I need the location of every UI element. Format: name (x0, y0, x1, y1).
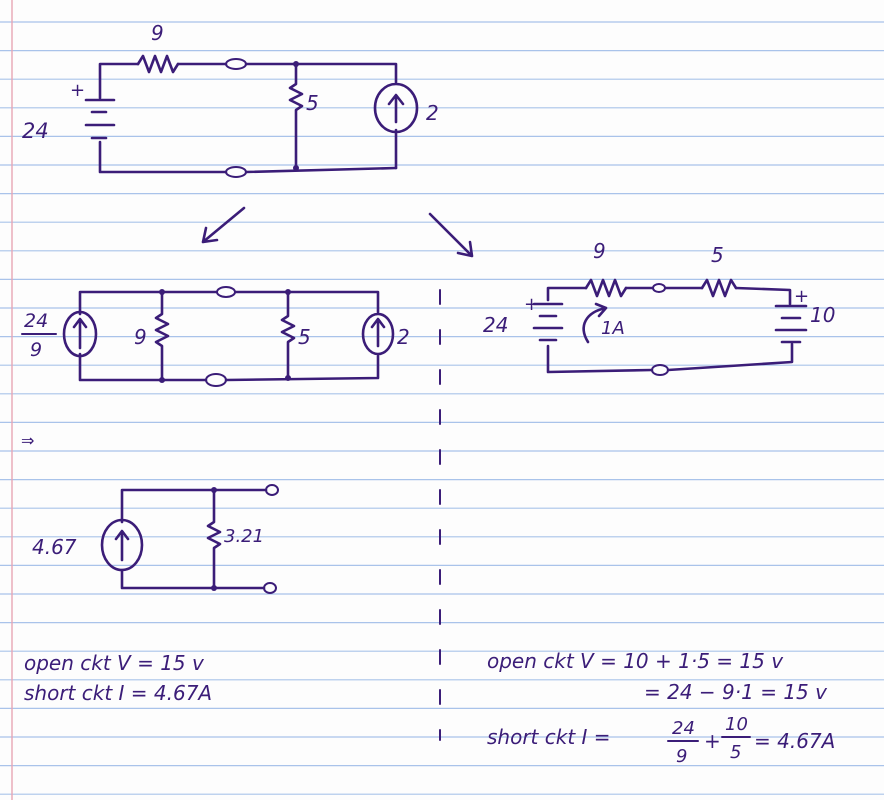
current-source-2-icon (361, 312, 395, 356)
terminal-a (265, 484, 279, 496)
label-loop-current: 1A (601, 318, 625, 339)
label-source-den: 9 (30, 339, 42, 361)
implies-arrow-icon: ⇒ (21, 431, 34, 450)
terminal-top (225, 58, 247, 70)
source-arrow-up-icon (370, 317, 386, 348)
short-circuit-prefix: short ckt I = (487, 725, 611, 749)
fraction-1-den: 9 (676, 746, 687, 767)
resistor-3-21-branch (206, 488, 222, 590)
wire-top-left (98, 62, 140, 100)
source-arrow-up-icon (114, 529, 130, 562)
resistor-5-icon (700, 278, 738, 298)
loop-current-arrow-icon (582, 302, 608, 344)
wire-bottom (78, 352, 380, 382)
label-source-2: 2 (397, 325, 410, 349)
notebook-rules (0, 21, 884, 795)
source-arrow-up-icon (72, 317, 88, 350)
node (159, 377, 165, 383)
label-battery-24: 24 (483, 313, 508, 337)
wire-top-left (546, 286, 588, 302)
terminal-b (263, 582, 277, 594)
wire-bottom (98, 140, 398, 174)
node (159, 289, 165, 295)
resistor-9-icon (584, 278, 628, 298)
label-resistor-5: 5 (298, 325, 311, 349)
terminal-top (652, 283, 666, 293)
node-bottom (293, 165, 299, 171)
resistor-9-branch (154, 290, 170, 382)
fraction-2-num: 10 (725, 714, 748, 735)
thevenin-circuit: 9 5 + 24 1A + 10 (483, 239, 835, 376)
label-battery-plus: + (70, 80, 85, 101)
wire-bottom (546, 342, 794, 374)
fraction-1-num: 24 (672, 718, 695, 739)
label-resistor-5: 5 (306, 91, 319, 115)
open-circuit-voltage-alt: = 24 − 9·1 = 15 v (644, 680, 828, 704)
label-battery-right-plus: + (794, 286, 809, 307)
open-circuit-voltage-left: open ckt V = 15 v (24, 651, 205, 675)
wire-bottom (120, 568, 266, 590)
terminal-bottom (651, 364, 669, 376)
equivalent-circuit: 4.67 3.21 (32, 484, 279, 594)
label-resistor-9: 9 (134, 325, 147, 349)
label-source-num: 24 (24, 310, 48, 332)
current-source-4-67-icon (100, 518, 144, 572)
norton-circuit: 24 9 9 5 2 (21, 286, 410, 387)
node (285, 289, 291, 295)
node (211, 487, 217, 493)
arrow-to-norton-icon (201, 206, 246, 244)
resistor-5-branch (280, 290, 296, 380)
original-circuit: 9 + 24 5 2 (22, 21, 439, 178)
terminal-bottom (205, 373, 227, 387)
label-battery-left-plus: + (524, 294, 539, 315)
label-source-4-67: 4.67 (32, 535, 77, 559)
open-circuit-voltage-right: open ckt V = 10 + 1·5 = 15 v (487, 649, 784, 673)
node-top (293, 61, 299, 67)
resistor-9-icon (136, 54, 180, 74)
node (211, 585, 217, 591)
wire-top-right (734, 286, 792, 306)
plus-sign: + (704, 729, 721, 753)
fraction-2-den: 5 (730, 742, 741, 763)
short-circuit-result: = 4.67A (754, 729, 835, 753)
current-source-2-icon (373, 82, 419, 134)
label-resistor-9: 9 (593, 239, 606, 263)
label-resistor-5: 5 (711, 243, 724, 267)
terminal-bottom (225, 166, 247, 178)
current-source-24-9-icon (62, 310, 98, 358)
source-arrow-up-icon (387, 93, 405, 124)
label-current-source-2: 2 (426, 101, 439, 125)
label-resistor-9: 9 (151, 21, 164, 45)
label-battery-24: 24 (22, 119, 49, 143)
terminal-top (216, 286, 236, 298)
label-resistor-3-21: 3.21 (224, 526, 264, 547)
node (285, 375, 291, 381)
wire-top (78, 290, 380, 316)
resistor-5-branch (288, 62, 304, 170)
wire-top (120, 488, 268, 524)
arrow-to-thevenin-icon (428, 212, 474, 258)
label-battery-10: 10 (810, 303, 835, 327)
short-circuit-current-left: short ckt I = 4.67A (24, 681, 212, 705)
